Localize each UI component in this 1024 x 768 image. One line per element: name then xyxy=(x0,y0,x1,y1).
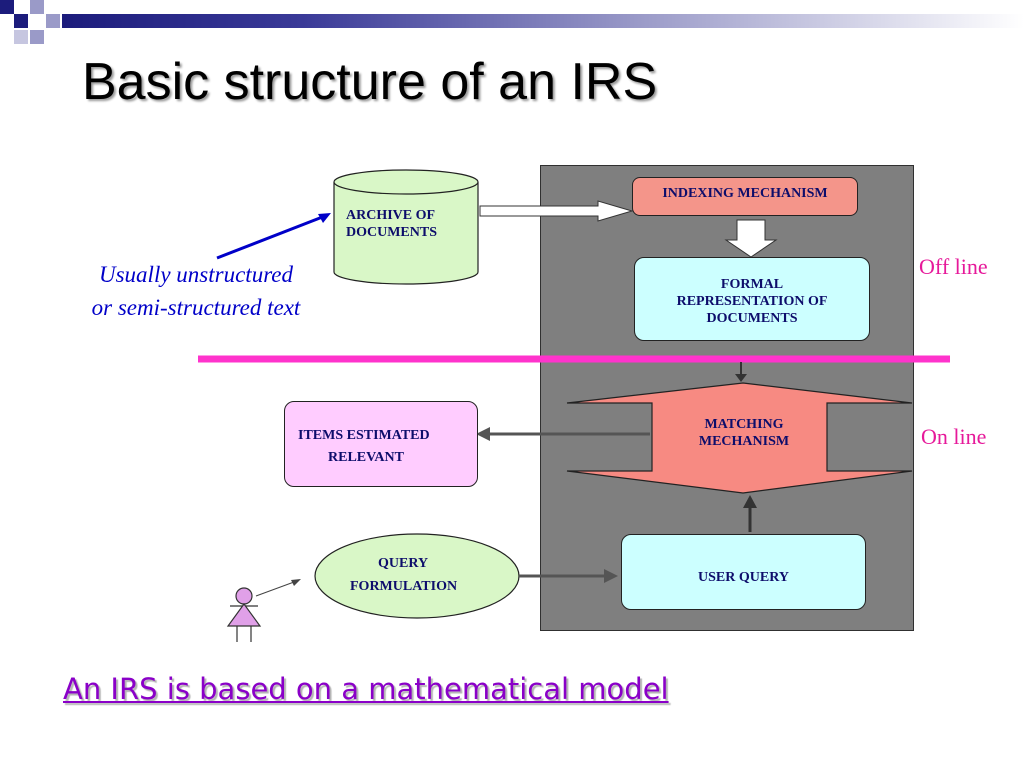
user-query-box xyxy=(621,534,866,610)
query-formulation-label: QUERY FORMULATION xyxy=(350,552,457,598)
query-to-user-query-arrowhead xyxy=(604,569,618,583)
matching-mechanism-label: MATCHING MECHANISM xyxy=(660,416,828,450)
formal-representation-line: REPRESENTATION OF xyxy=(676,294,828,309)
user-query-to-matching-arrowhead xyxy=(743,495,757,508)
person-to-query-arrow xyxy=(255,581,295,597)
annotation-pointer-arrowhead xyxy=(318,213,331,223)
archive-label-line: ARCHIVE OF xyxy=(346,208,436,223)
archive-label: ARCHIVE OF DOCUMENTS xyxy=(346,207,437,241)
items-label-line: ITEMS ESTIMATED xyxy=(298,428,430,443)
formal-representation-line: FORMAL xyxy=(720,277,784,292)
query-formulation-line: QUERY xyxy=(378,556,429,571)
off-line-label: Off line xyxy=(919,254,988,279)
indexing-to-formal-arrow xyxy=(724,219,778,258)
query-formulation-line: FORMULATION xyxy=(350,579,458,594)
person-to-query-arrowhead xyxy=(291,579,301,586)
user-person-icon xyxy=(226,587,262,642)
header-square-decoration xyxy=(14,14,28,28)
matching-to-items-arrowhead xyxy=(476,427,490,441)
annotation-line: or semi-structured text xyxy=(91,295,301,320)
header-square-decoration xyxy=(30,30,44,44)
archive-label-line: DOCUMENTS xyxy=(346,225,438,240)
formal-to-matching-arrowhead xyxy=(735,374,747,382)
annotation-pointer-line xyxy=(216,214,326,260)
items-label-line: RELEVANT xyxy=(328,450,404,465)
header-gradient-bar xyxy=(62,14,1024,28)
formal-representation-label: FORMAL REPRESENTATION OF DOCUMENTS xyxy=(634,276,870,327)
matching-mechanism-line: MATCHING xyxy=(704,417,784,432)
indexing-mechanism-label: INDEXING MECHANISM xyxy=(662,186,828,201)
formal-representation-box xyxy=(634,257,870,341)
on-line-label: On line xyxy=(921,424,987,449)
unstructured-text-annotation: Usually unstructured or semi-structured … xyxy=(58,258,334,324)
archive-cylinder xyxy=(333,169,479,285)
archive-to-indexing-arrow xyxy=(479,200,634,222)
annotation-line: Usually unstructured xyxy=(99,262,293,287)
header-square-decoration xyxy=(0,0,14,14)
page-title: Basic structure of an IRS xyxy=(82,53,658,111)
footer-statement: An IRS is based on a mathematical model xyxy=(63,672,669,706)
header-square-decoration xyxy=(30,0,44,14)
user-query-label: USER QUERY xyxy=(698,570,789,585)
matching-mechanism-line: MECHANISM xyxy=(698,434,790,449)
items-estimated-relevant-box xyxy=(284,401,478,487)
formal-representation-line: DOCUMENTS xyxy=(706,311,798,326)
header-square-decoration xyxy=(46,14,60,28)
header-square-decoration xyxy=(14,30,28,44)
items-estimated-relevant-label: ITEMS ESTIMATED RELEVANT xyxy=(298,425,430,469)
matching-mechanism-shape xyxy=(566,382,913,494)
indexing-mechanism-box xyxy=(632,177,858,216)
